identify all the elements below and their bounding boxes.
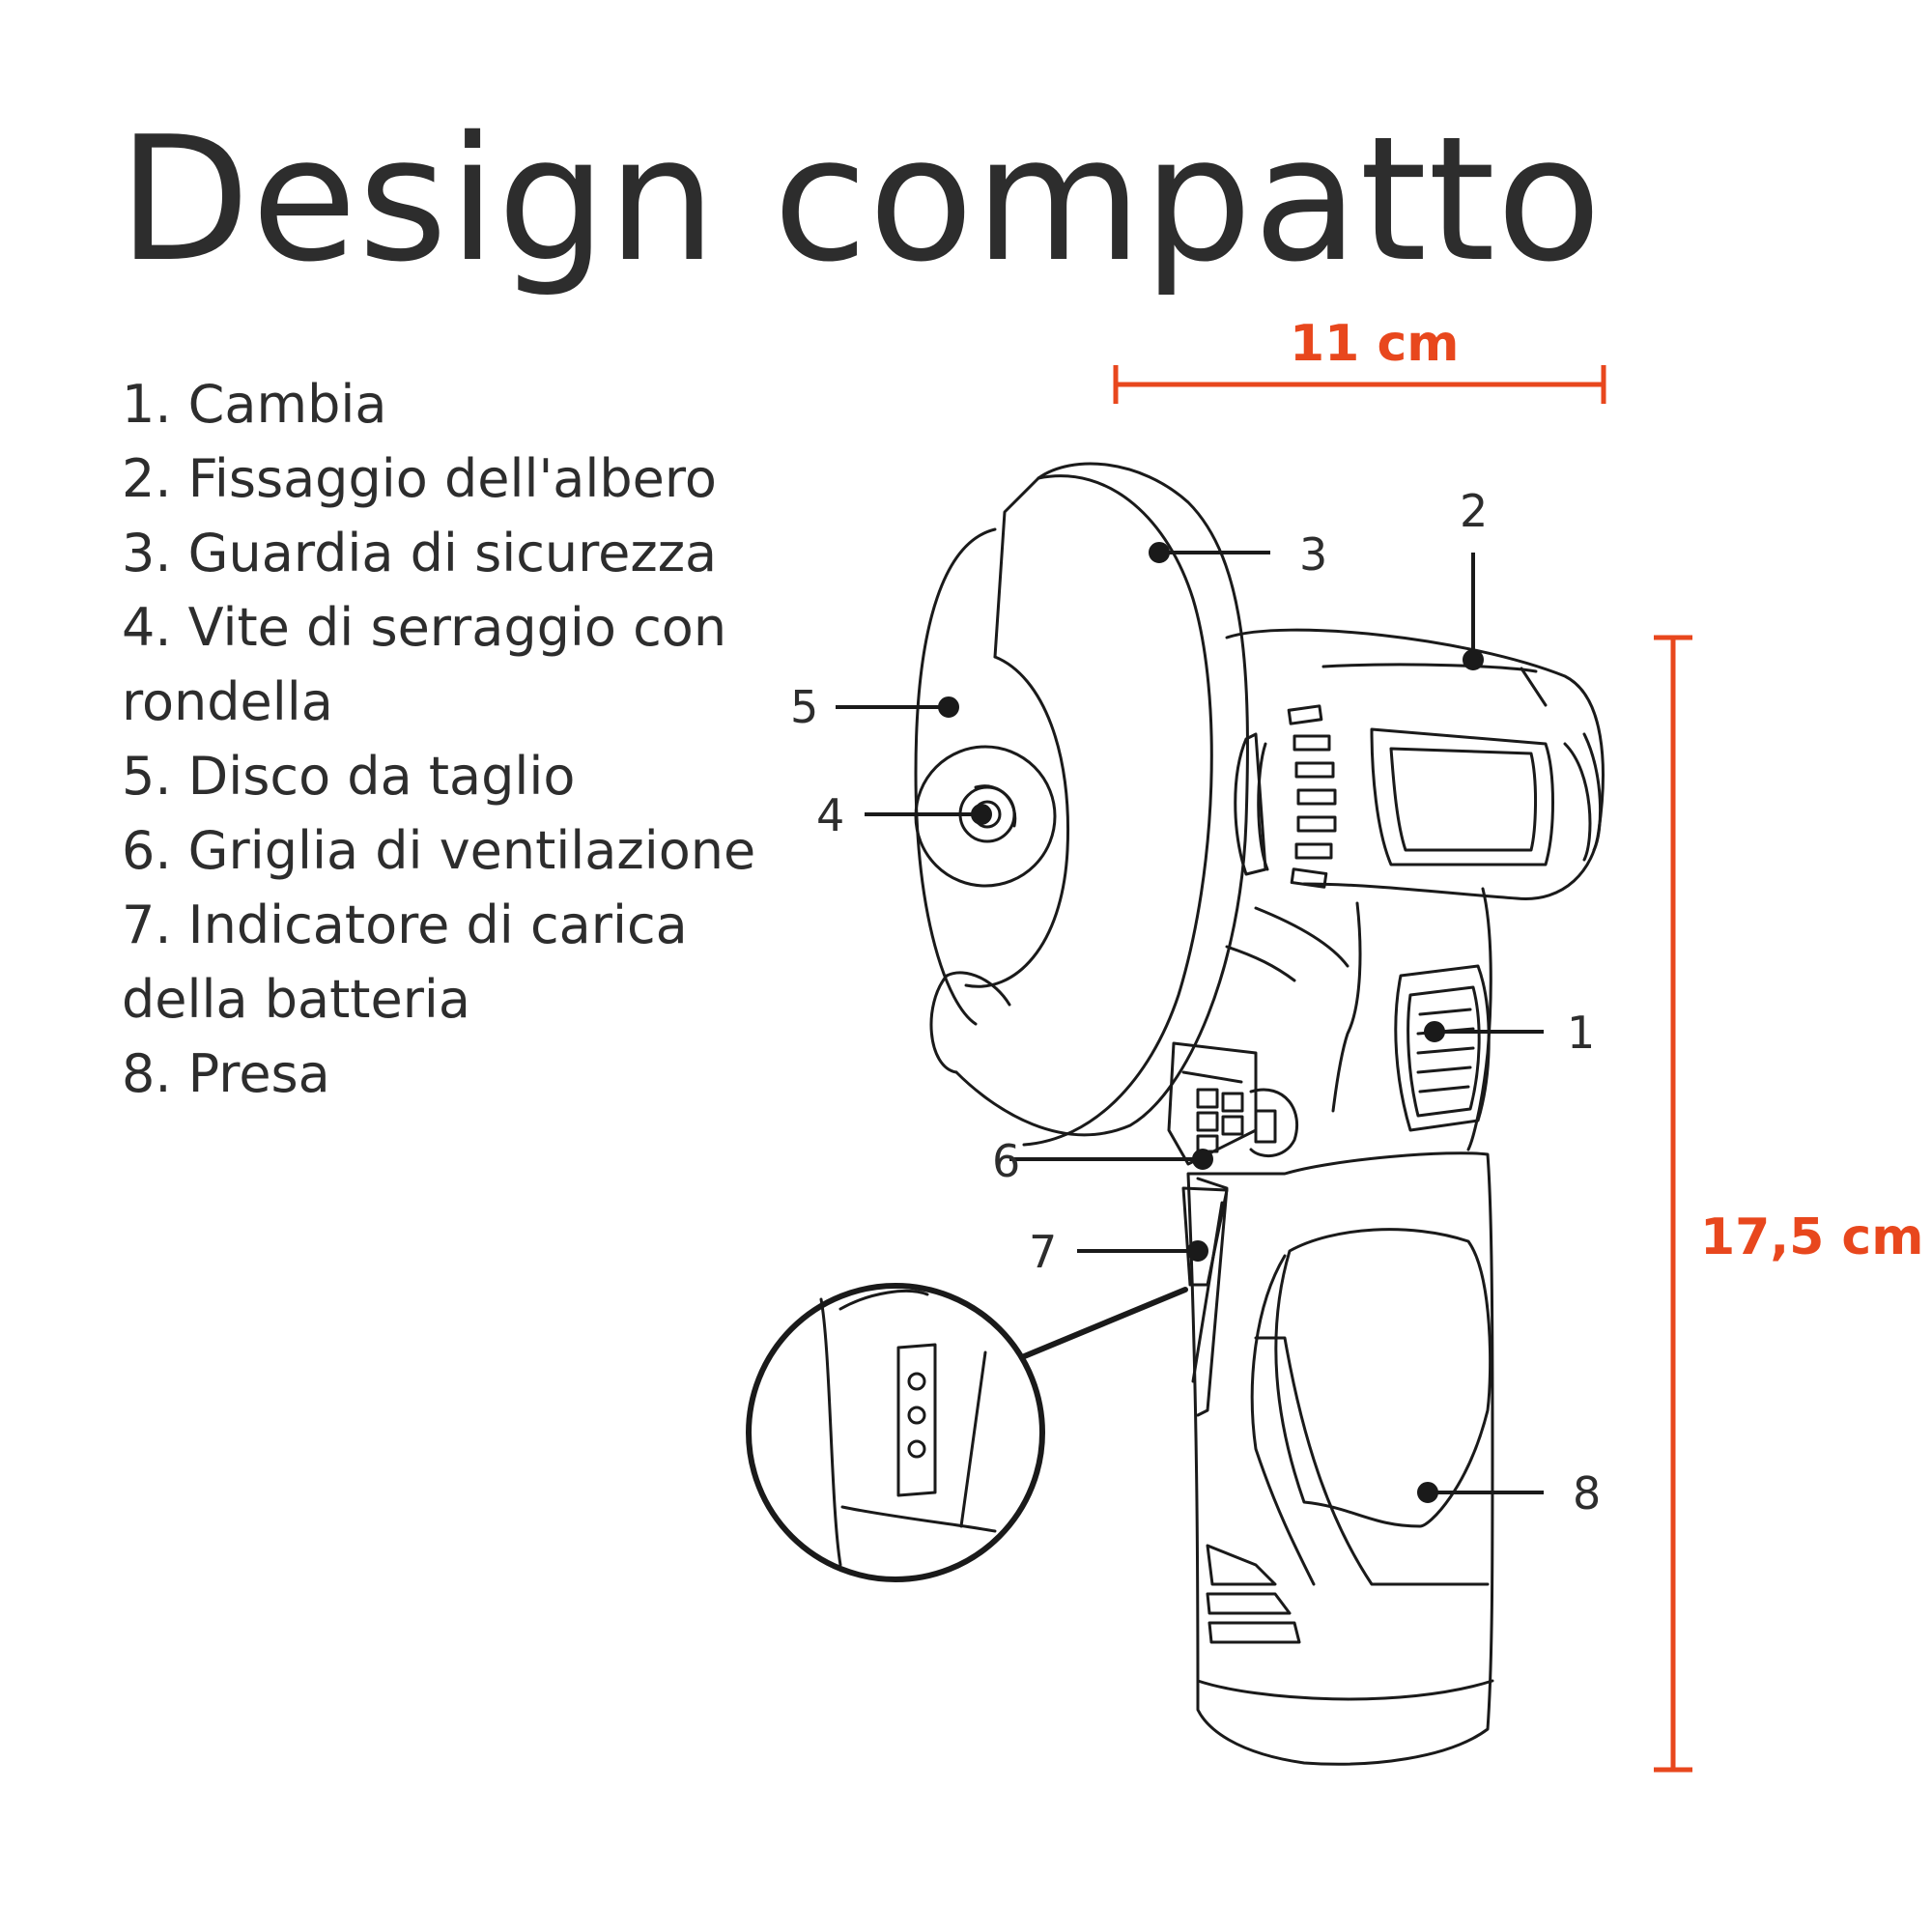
height-dimension-line <box>1654 635 1692 1773</box>
callout-numbers: 1 2 3 4 5 6 7 8 <box>790 485 1601 1520</box>
legend-item: 8. Presa <box>122 1043 330 1104</box>
legend-item: 2. Fissaggio dell'albero <box>122 448 717 509</box>
legend-item: 7. Indicatore di carica della batteria <box>122 895 688 1030</box>
parts-legend: 1. Cambia 2. Fissaggio dell'albero 3. Gu… <box>122 367 779 1111</box>
callout-7: 7 <box>1029 1226 1057 1278</box>
callout-leaders <box>836 542 1544 1503</box>
callout-8: 8 <box>1573 1467 1601 1520</box>
legend-item: 3. Guardia di sicurezza <box>122 523 718 583</box>
legend-item: 4. Vite di serraggio con rondella <box>122 597 727 732</box>
legend-item: 6. Griglia di ventilazione <box>122 820 756 881</box>
legend-item: 1. Cambia <box>122 374 387 435</box>
width-dimension-line <box>1113 365 1606 404</box>
height-dimension-label: 17,5 cm <box>1700 1208 1924 1266</box>
callout-2: 2 <box>1460 485 1488 537</box>
width-dimension-label: 11 cm <box>1290 315 1460 373</box>
callout-1: 1 <box>1567 1007 1595 1059</box>
legend-item: 5. Disco da taglio <box>122 746 576 807</box>
callout-5: 5 <box>790 681 818 733</box>
callout-4: 4 <box>816 789 844 841</box>
tool-outline <box>746 462 1605 1766</box>
callout-6: 6 <box>992 1135 1020 1187</box>
head-vents <box>1287 704 1337 889</box>
callout-3: 3 <box>1299 528 1327 581</box>
page-title: Design compatto <box>118 99 1603 299</box>
